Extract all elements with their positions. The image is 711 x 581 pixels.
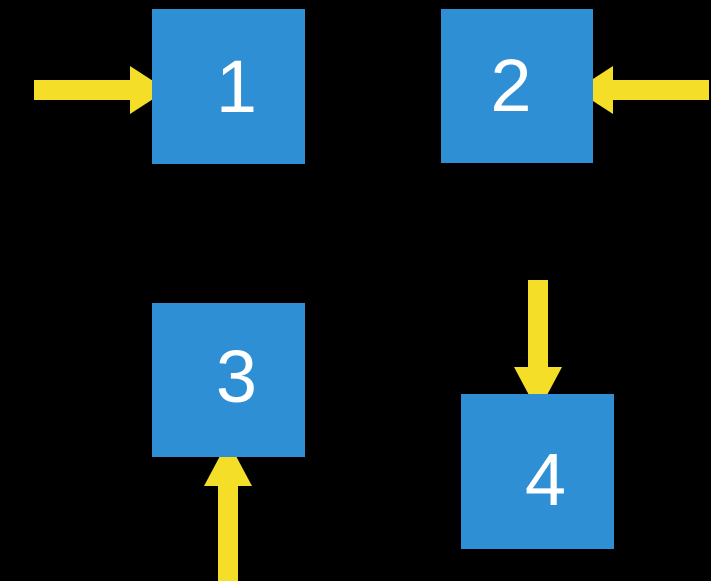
arrow-left-into-box-2 [576, 66, 709, 114]
node-box-2[interactable]: 2 [441, 9, 593, 163]
node-box-3[interactable]: 3 [152, 303, 305, 457]
arrow-up-into-box-3 [204, 441, 252, 581]
node-box-3-label: 3 [215, 335, 258, 418]
arrow-down-icon [514, 280, 562, 412]
node-box-4[interactable]: 4 [461, 394, 614, 549]
arrow-down-into-box-4 [514, 280, 562, 412]
node-box-4-label: 4 [524, 437, 567, 521]
node-box-1-label: 1 [215, 44, 258, 128]
node-box-2-label: 2 [490, 44, 532, 127]
node-box-1[interactable]: 1 [152, 9, 305, 164]
arrow-right-into-box-1 [34, 66, 167, 114]
arrow-up-icon [204, 441, 252, 581]
arrow-left-icon [576, 66, 709, 114]
arrow-right-icon [34, 66, 167, 114]
